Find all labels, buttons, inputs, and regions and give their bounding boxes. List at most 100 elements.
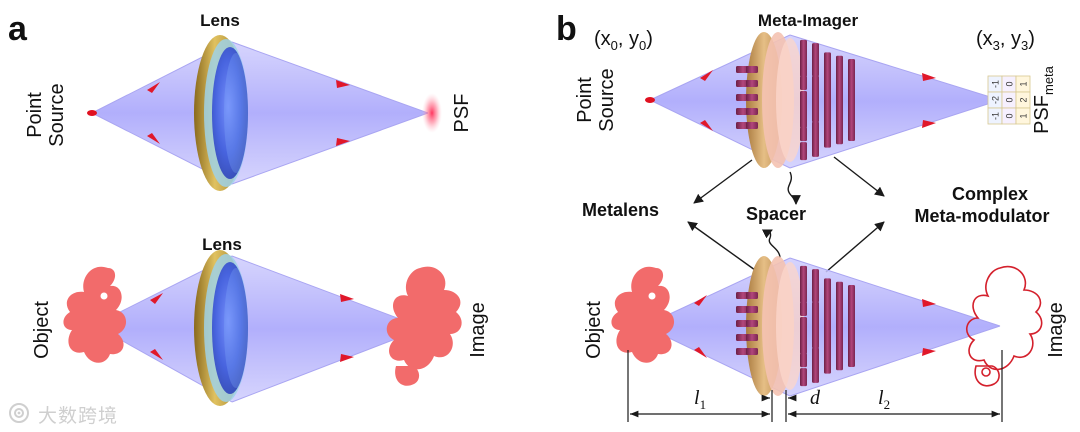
meta-pillar	[800, 317, 807, 335]
meta-pillar	[800, 332, 807, 355]
point-source-dot	[87, 110, 97, 116]
panel-b-label: b	[556, 10, 577, 48]
kernel-value: -1	[991, 80, 1001, 88]
dimension-lines	[627, 350, 1003, 422]
psf-glow	[422, 93, 442, 133]
meta-pillar	[824, 342, 831, 365]
kernel-value: 0	[1005, 113, 1015, 118]
meta-pillar	[800, 127, 807, 142]
meta-pillar	[812, 62, 819, 77]
meta-pillar	[746, 80, 758, 87]
lens-top	[194, 35, 248, 191]
meta-pillar	[746, 122, 758, 129]
meta-pillar	[836, 126, 843, 145]
kernel-value: 0	[1005, 97, 1015, 102]
annotation-arrows	[687, 156, 885, 273]
svg-text:Point: Point	[24, 92, 46, 138]
ray-arrow	[147, 133, 160, 144]
image-edge-rabbit-b	[966, 265, 1043, 387]
ray-arrow	[922, 299, 936, 307]
meta-pillar	[746, 306, 758, 313]
meta-pillar	[800, 39, 807, 58]
svg-text:Source: Source	[46, 83, 68, 146]
panel-a-bottom-beam	[93, 255, 425, 403]
kernel-cell	[1015, 107, 1031, 125]
meta-imager-device-bottom	[746, 256, 804, 396]
svg-text:PSFmeta: PSFmeta	[1031, 65, 1056, 134]
watermark-text: 大数跨境	[38, 405, 119, 427]
ray-arrow	[336, 80, 350, 88]
panel-a-top-beam	[91, 41, 429, 185]
complex-label-line2: Meta-modulator	[915, 206, 1050, 226]
meta-pillar	[824, 359, 831, 374]
meta-pillar	[836, 352, 843, 371]
ray-arrow	[922, 120, 936, 128]
meta-pillars-bottom	[736, 265, 855, 387]
meta-pillars-top	[736, 39, 855, 161]
object-label-a: Object	[31, 301, 53, 359]
meta-pillar	[800, 75, 807, 90]
meta-pillar	[800, 54, 807, 77]
ray-arrow	[150, 349, 163, 360]
panel-a-label: a	[8, 10, 28, 48]
panel-b-bottom-beam	[643, 257, 1001, 397]
meta-pillar	[746, 320, 758, 327]
meta-pillar	[824, 133, 831, 148]
meta-pillar	[824, 116, 831, 139]
point-source-label-b: Point Source	[574, 68, 618, 131]
meta-pillar	[800, 106, 807, 129]
meta-pillar	[800, 301, 807, 316]
ray-arrow	[340, 354, 354, 362]
l1-label: l1	[694, 387, 706, 412]
point-source-label-a: Point Source	[24, 83, 68, 146]
meta-pillar	[824, 93, 831, 107]
point-source-dot-b	[645, 97, 655, 103]
meta-pillar	[812, 288, 819, 303]
coord-source: (x0, y0)	[594, 28, 653, 53]
meta-pillar	[824, 319, 831, 333]
meta-pillar	[800, 280, 807, 303]
meta-pillar	[800, 142, 807, 161]
kernel-value: 1	[1019, 81, 1029, 86]
l2-label: l2	[878, 387, 890, 412]
meta-pillar	[812, 43, 819, 66]
meta-pillar	[800, 91, 807, 109]
image-rabbit-a	[386, 266, 462, 386]
meta-pillar	[812, 89, 819, 111]
meta-pillar	[800, 265, 807, 284]
ray-arrow	[150, 293, 163, 304]
kernel-value: 0	[1005, 81, 1015, 86]
lens-bottom	[194, 250, 248, 406]
object-label-b: Object	[583, 301, 605, 359]
lens-top-title: Lens	[200, 11, 240, 30]
eye-swirl-icon	[9, 403, 29, 423]
meta-pillar	[824, 301, 831, 324]
meta-pillar	[848, 119, 855, 141]
spacer-label: Spacer	[746, 204, 806, 224]
image-label-a: Image	[467, 302, 489, 358]
svg-text:Source: Source	[596, 68, 618, 131]
meta-pillar	[812, 269, 819, 292]
meta-pillar	[746, 94, 758, 101]
meta-pillar	[746, 108, 758, 115]
meta-imager-title: Meta-Imager	[758, 11, 859, 30]
metalens-label: Metalens	[582, 200, 659, 220]
meta-pillar	[746, 66, 758, 73]
meta-pillar	[812, 108, 819, 123]
psf-label-a: PSF	[451, 94, 473, 133]
meta-pillar	[800, 353, 807, 368]
ray-arrow	[922, 73, 936, 81]
meta-pillar	[746, 348, 758, 355]
ray-arrow	[700, 70, 713, 81]
ray-arrow	[700, 120, 713, 131]
psf-meta-label: PSFmeta	[1031, 65, 1056, 134]
ray-arrow	[340, 294, 354, 302]
image-label-b: Image	[1045, 302, 1067, 358]
ray-arrow	[694, 347, 707, 358]
meta-pillar	[746, 334, 758, 341]
kernel-value: 1	[1019, 113, 1029, 118]
coord-psf: (x3, y3)	[976, 28, 1035, 53]
ray-arrow	[922, 348, 936, 356]
